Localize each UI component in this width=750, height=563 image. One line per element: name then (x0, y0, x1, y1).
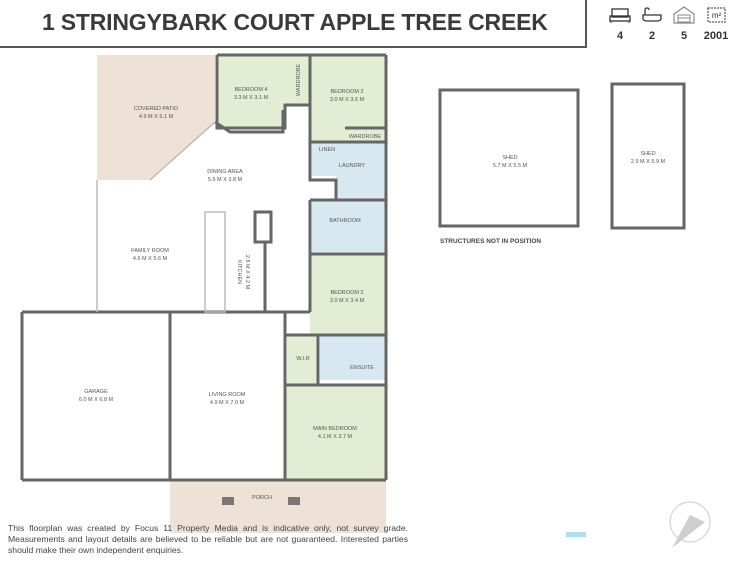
windows-and-sheds (96, 82, 686, 313)
room-size: 2.6 M X 4.2 M (244, 255, 250, 290)
room-size: 4.9 M X 7.0 M (210, 400, 245, 406)
agency-logo-watermark (566, 501, 711, 548)
porch-area (170, 480, 386, 533)
room-size: 3.0 M X 3.6 M (330, 97, 365, 103)
room-size: 5.7 M X 5.5 M (493, 163, 528, 169)
laundry-area (312, 142, 386, 176)
room-name: KITCHEN (236, 260, 242, 284)
bed-icon (609, 8, 631, 23)
room-size: 4.9 M X 5.1 M (139, 114, 174, 120)
room-name: LIVING ROOM (209, 392, 246, 398)
area-icon: m² (707, 7, 726, 23)
room-name: GARAGE (84, 389, 108, 395)
header-vertical-divider (585, 0, 587, 48)
room-name: SHED (640, 151, 655, 157)
header-divider (0, 46, 586, 48)
bedroom-2-area (310, 255, 386, 335)
room-name: WARDROBE (349, 134, 382, 140)
room-name: WARDROBE (296, 64, 302, 97)
area-unit: m² (712, 11, 722, 20)
stat-garage: 5 (669, 6, 699, 42)
covered-patio-area (97, 55, 215, 180)
ensuite-area (320, 335, 386, 380)
room-size: 5.6 M X 3.8 M (208, 177, 243, 183)
walls (20, 53, 388, 482)
disclaimer: This floorplan was created by Focus 11 P… (8, 523, 408, 555)
room-name: ENSUITE (350, 365, 374, 371)
bedrooms-count: 4 (616, 30, 624, 42)
room-size: 4.6 M X 5.6 M (133, 256, 168, 262)
room-size: 6.0 M X 6.8 M (79, 397, 114, 403)
room-name: PORCH (252, 495, 272, 501)
room-size: 2.9 M X 5.9 M (631, 159, 666, 165)
toilet-area (336, 176, 386, 200)
garage-icon (673, 6, 695, 24)
property-title: 1 STRINGYBARK COURT APPLE TREE CREEK (42, 9, 548, 35)
land-area-value: 2001 (703, 30, 729, 42)
room-size: 4.1 M X 3.7 M (318, 434, 353, 440)
svg-text:BEDROOM 23.0 M X 3.4 M: BEDROOM 2 3.0 M X 3.4 M (330, 290, 365, 304)
room-name: LAUNDRY (339, 163, 366, 169)
bathroom-area (312, 200, 386, 252)
wir-area (287, 335, 318, 385)
room-name: BEDROOM 4 (234, 87, 267, 93)
room-name: MAIN BEDROOM (313, 426, 357, 432)
room-size: 3.0 M X 3.4 M (330, 298, 365, 304)
room-name: COVERED PATIO (134, 106, 179, 112)
svg-text:BEDROOM 33.0 M X 3.6 M: BEDROOM 3 3.0 M X 3.6 M (330, 89, 365, 103)
stat-land-area: m² 2001 (701, 6, 731, 42)
porch-post (222, 497, 234, 505)
stat-bedrooms: 4 (605, 6, 635, 42)
bedroom-4-area (217, 55, 285, 128)
svg-text:BEDROOM 43.3 M X 3.1 M: BEDROOM 4 3.3 M X 3.1 M (234, 87, 269, 101)
porch-post (288, 497, 300, 505)
main-bedroom-area (285, 385, 386, 480)
room-name: FAMILY ROOM (131, 248, 169, 254)
stat-bathrooms: 2 (637, 6, 667, 42)
room-name: BATHROOM (329, 218, 361, 224)
room-name: SHED (502, 155, 517, 161)
bathrooms-count: 2 (648, 30, 656, 42)
room-name: LINEN (319, 147, 335, 153)
room-size: 3.3 M X 3.1 M (234, 95, 269, 101)
room-name: W.I.R (296, 356, 309, 362)
room-name: BEDROOM 3 (330, 89, 363, 95)
bath-icon (642, 7, 662, 22)
garage-count: 5 (680, 30, 688, 42)
wardrobe-area (285, 55, 310, 105)
room-name: DINING AREA (207, 169, 243, 175)
room-name: BEDROOM 2 (330, 290, 363, 296)
structures-note: STRUCTURES NOT IN POSITION (440, 238, 542, 245)
